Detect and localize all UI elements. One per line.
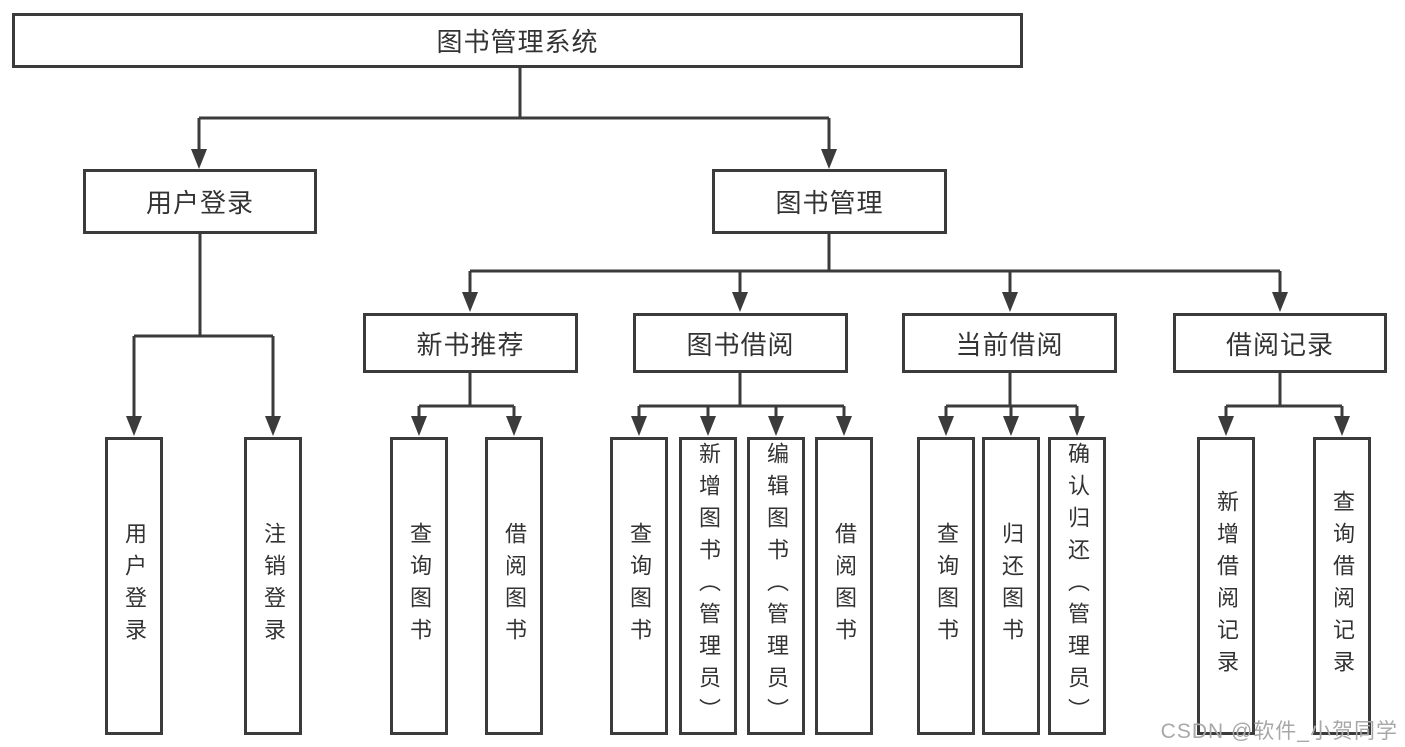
leaf-borrowing-query-books: 查询图书 [610, 437, 668, 735]
connector-recommend-to-leaves [411, 373, 522, 436]
leaf-borrowing-edit-books-admin: 编辑图书（管理员） [747, 437, 805, 735]
leaf-current-return-books: 归还图书 [982, 437, 1040, 735]
node-root: 图书管理系统 [12, 13, 1023, 68]
leaf-logout: 注销登录 [244, 437, 302, 735]
connector-borrowing-to-leaves [631, 373, 852, 436]
connector-root-to-level2 [191, 68, 837, 169]
node-user-login: 用户登录 [83, 169, 317, 234]
csdn-watermark: CSDN @软件_小贺同学 [1160, 720, 1398, 743]
connector-current-to-leaves [938, 373, 1085, 436]
leaf-recommend-borrow-books: 借阅图书 [485, 437, 543, 735]
connector-userlogin-to-leaves [126, 234, 281, 436]
leaf-records-query-borrow-record: 查询借阅记录 [1313, 437, 1371, 735]
node-current-borrowing: 当前借阅 [902, 313, 1117, 373]
node-book-management: 图书管理 [712, 169, 947, 234]
leaf-borrowing-add-books-admin: 新增图书（管理员） [679, 437, 737, 735]
leaf-records-add-borrow-record: 新增借阅记录 [1197, 437, 1255, 735]
connector-bookmgmt-to-level3 [462, 234, 1288, 312]
leaf-current-query-books: 查询图书 [917, 437, 975, 735]
node-new-book-recommendation: 新书推荐 [363, 313, 578, 373]
node-book-borrowing: 图书借阅 [633, 313, 848, 373]
connector-records-to-leaves [1218, 373, 1350, 436]
leaf-current-confirm-return-admin: 确认归还（管理员） [1048, 437, 1106, 735]
leaf-user-login: 用户登录 [105, 437, 163, 735]
leaf-borrowing-borrow-books: 借阅图书 [815, 437, 873, 735]
node-borrowing-records: 借阅记录 [1173, 313, 1387, 373]
leaf-recommend-query-books: 查询图书 [390, 437, 448, 735]
